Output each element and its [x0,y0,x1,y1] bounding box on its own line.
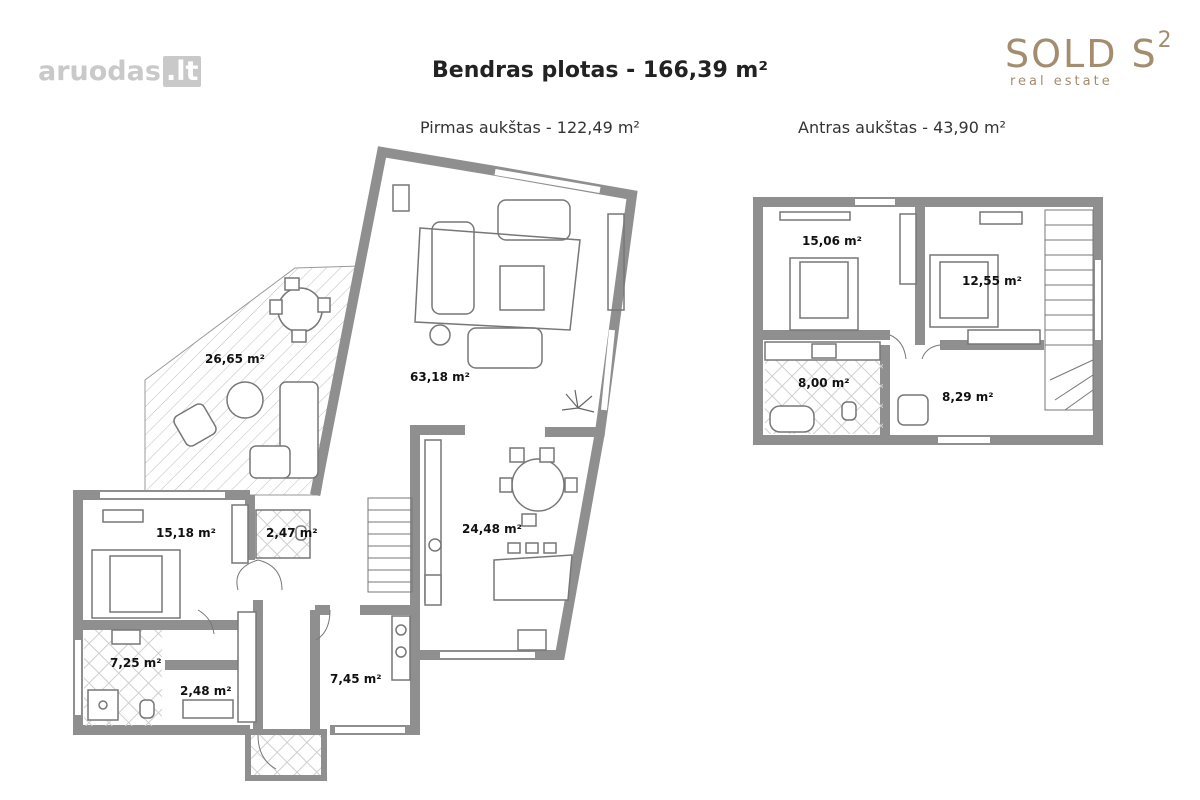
windows [75,169,615,733]
kitchen-furniture [424,439,578,651]
watermark-domain: .lt [162,56,202,87]
utility-fixtures [391,615,411,681]
logo-main: SOLD S [1005,32,1158,76]
room-label-terrace: 26,65 m² [205,352,265,366]
room-label-small-wc: 2,48 m² [180,684,232,698]
watermark-text: aruodas [38,56,161,87]
room-label-bathroom-2: 8,00 m² [798,376,850,390]
first-floor-label: Pirmas aukštas - 122,49 m² [420,118,640,137]
doors [197,559,331,770]
room-label-bathroom: 7,25 m² [110,656,162,670]
room-label-bedroom-2: 15,06 m² [802,234,862,248]
room-label-utility: 7,45 m² [330,672,382,686]
second-floor-doors [889,334,941,360]
sold-s2-logo: SOLD S2 [1005,28,1174,76]
room-label-wc: 2,47 m² [266,526,318,540]
room-label-bedroom: 15,18 m² [156,526,216,540]
logo-sup: 2 [1157,28,1174,53]
living-furniture [392,184,625,369]
bedroom-furniture [91,504,249,619]
plant-icon [561,389,595,413]
room-label-kitchen: 24,48 m² [462,522,522,536]
first-floor-stairs [367,497,413,593]
room-label-bedroom-3: 12,55 m² [962,274,1022,288]
total-area-title: Bendras plotas - 166,39 m² [432,58,768,83]
room-label-living: 63,18 m² [410,370,470,384]
second-floor-furniture [764,211,1041,433]
bathroom-fixtures [87,509,311,723]
second-floor-windows [855,199,1101,443]
room-label-hall-2: 8,29 m² [942,390,994,404]
aruodas-watermark: aruodas.lt [38,56,202,87]
second-floor-label: Antras aukštas - 43,90 m² [798,118,1006,137]
entrance-porch [245,729,327,781]
logo-subtitle: real estate [1010,74,1113,89]
terrace-furniture [173,277,331,479]
second-floor-stairs [1044,209,1094,411]
